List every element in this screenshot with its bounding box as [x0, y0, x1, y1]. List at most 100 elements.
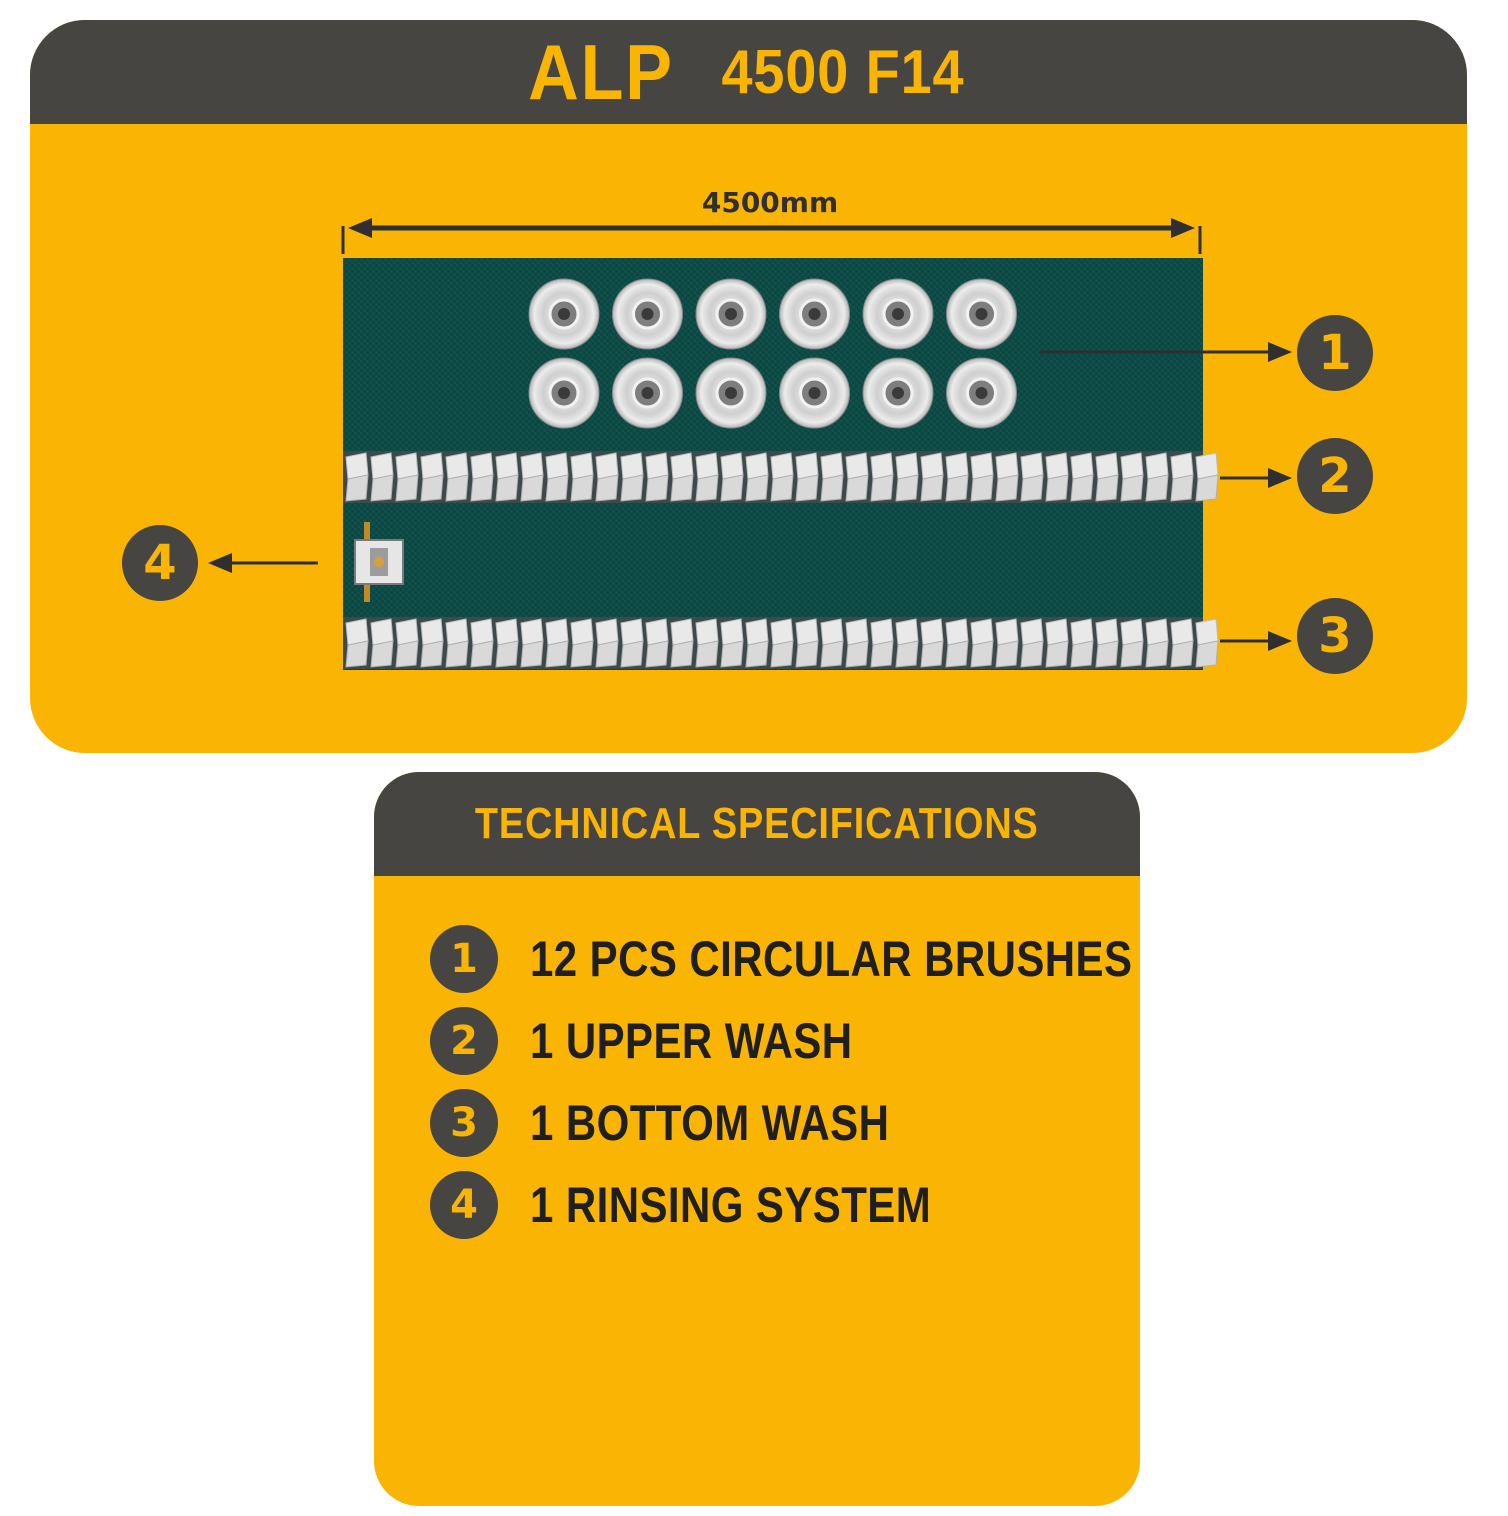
- specs-title: TECHNICAL SPECIFICATIONS: [475, 799, 1039, 848]
- spec-text: 1 BOTTOM WASH: [530, 1095, 890, 1151]
- roller-bristle-segment: [995, 452, 1019, 502]
- specs-list: 1 12 PCS CIRCULAR BRUSHES 2 1 UPPER WASH…: [430, 918, 1133, 1246]
- circular-brush-icon: [528, 278, 600, 350]
- roller-bristle-segment: [420, 452, 444, 502]
- roller-bristle-segment: [845, 452, 869, 502]
- spec-item-bottom-wash: 3 1 BOTTOM WASH: [430, 1082, 1130, 1164]
- spec-item-rinsing-system: 4 1 RINSING SYSTEM: [430, 1164, 1130, 1246]
- spec-number-badge: 3: [430, 1089, 498, 1157]
- roller-bristle-segment: [1070, 618, 1094, 668]
- circular-brush-icon: [695, 278, 767, 350]
- roller-bristle-segment: [970, 618, 994, 668]
- roller-bristle-segment: [670, 452, 694, 502]
- circular-brushes: [528, 278, 1017, 429]
- roller-bristle-segment: [1045, 618, 1069, 668]
- circular-brush-icon: [612, 357, 683, 429]
- roller-bristle-segment: [595, 452, 619, 502]
- spec-text: 1 RINSING SYSTEM: [530, 1177, 932, 1233]
- callout-arrow-1: [1040, 342, 1292, 362]
- roller-bristle-segment: [795, 618, 819, 668]
- overview-header: [30, 20, 1467, 124]
- width-dimension-label: 4500mm: [701, 186, 839, 219]
- roller-bristle-segment: [770, 452, 794, 502]
- roller-bristle-segment: [1195, 452, 1219, 502]
- dimension-arrow: [341, 218, 1202, 254]
- roller-bristle-segment: [520, 452, 544, 502]
- roller-bristle-segment: [595, 618, 619, 668]
- circular-brush-icon: [946, 357, 1017, 429]
- roller-bristle-segment: [1195, 618, 1219, 668]
- roller-bristle-segment: [1145, 452, 1169, 502]
- roller-bristle-segment: [495, 618, 519, 668]
- roller-bristle-segment: [795, 452, 819, 502]
- page-title: ALP 4500 F14: [30, 20, 1467, 124]
- roller-bristle-segment: [545, 452, 569, 502]
- callout-1-badge: 1: [1297, 315, 1373, 391]
- roller-bristle-segment: [645, 452, 669, 502]
- spec-number-badge: 4: [430, 1171, 498, 1239]
- circular-brush-icon: [528, 357, 600, 429]
- title-brand: ALP: [527, 27, 674, 116]
- spec-text: 1 UPPER WASH: [530, 1013, 853, 1069]
- roller-bristle-segment: [395, 618, 419, 668]
- roller-bristle-segment: [1045, 452, 1069, 502]
- roller-bristle-segment: [870, 452, 894, 502]
- roller-bristle-segment: [445, 618, 469, 668]
- roller-bristle-segment: [1170, 618, 1194, 668]
- roller-bristle-segment: [770, 618, 794, 668]
- roller-bristle-segment: [1095, 452, 1119, 502]
- roller-bristle-segment: [745, 452, 769, 502]
- circular-brush-icon: [946, 278, 1017, 350]
- roller-bristle-segment: [1120, 452, 1144, 502]
- roller-bristle-segment: [945, 618, 969, 668]
- roller-bristle-segment: [1145, 618, 1169, 668]
- roller-bristle-segment: [745, 618, 769, 668]
- roller-bristle-segment: [495, 452, 519, 502]
- bottom-wash-roller: [343, 617, 1219, 669]
- roller-bristle-segment: [420, 618, 444, 668]
- roller-bristle-segment: [345, 618, 369, 668]
- roller-bristle-segment: [1020, 618, 1044, 668]
- title-model: 4500 F14: [721, 37, 964, 107]
- roller-bristle-segment: [820, 618, 844, 668]
- callout-arrow-4: [208, 553, 318, 573]
- roller-bristle-segment: [970, 452, 994, 502]
- circular-brush-icon: [779, 357, 850, 429]
- roller-bristle-segment: [370, 618, 394, 668]
- roller-bristle-segment: [620, 452, 644, 502]
- roller-bristle-segment: [520, 618, 544, 668]
- roller-bristle-segment: [470, 618, 494, 668]
- circular-brush-icon: [612, 278, 683, 350]
- callout-3-badge: 3: [1297, 598, 1373, 674]
- roller-bristle-segment: [920, 618, 944, 668]
- roller-bristle-segment: [1070, 452, 1094, 502]
- roller-bristle-segment: [370, 452, 394, 502]
- roller-bristle-segment: [395, 452, 419, 502]
- circular-brush-icon: [862, 278, 934, 350]
- roller-bristle-segment: [545, 618, 569, 668]
- roller-bristle-segment: [995, 618, 1019, 668]
- roller-bristle-segment: [445, 452, 469, 502]
- callout-4-badge: 4: [122, 525, 198, 601]
- spec-number-badge: 1: [430, 925, 498, 993]
- spec-number-badge: 2: [430, 1007, 498, 1075]
- roller-bristle-segment: [820, 452, 844, 502]
- roller-bristle-segment: [645, 618, 669, 668]
- roller-bristle-segment: [845, 618, 869, 668]
- callout-arrow-2: [1220, 468, 1292, 488]
- roller-bristle-segment: [1120, 618, 1144, 668]
- roller-bristle-segment: [1095, 618, 1119, 668]
- spec-text: 12 PCS CIRCULAR BRUSHES: [530, 931, 1133, 987]
- roller-bristle-segment: [720, 618, 744, 668]
- upper-wash-roller: [343, 451, 1219, 503]
- spec-item-upper-wash: 2 1 UPPER WASH: [430, 1000, 1130, 1082]
- circular-brush-icon: [695, 357, 767, 429]
- roller-bristle-segment: [920, 452, 944, 502]
- technical-specifications-card: TECHNICAL SPECIFICATIONS 1 12 PCS CIRCUL…: [374, 772, 1140, 1506]
- spec-item-circular-brushes: 1 12 PCS CIRCULAR BRUSHES: [430, 918, 1133, 1000]
- specs-header: TECHNICAL SPECIFICATIONS: [374, 772, 1140, 876]
- rinsing-system-unit: [354, 522, 404, 602]
- roller-bristle-segment: [470, 452, 494, 502]
- roller-bristle-segment: [670, 618, 694, 668]
